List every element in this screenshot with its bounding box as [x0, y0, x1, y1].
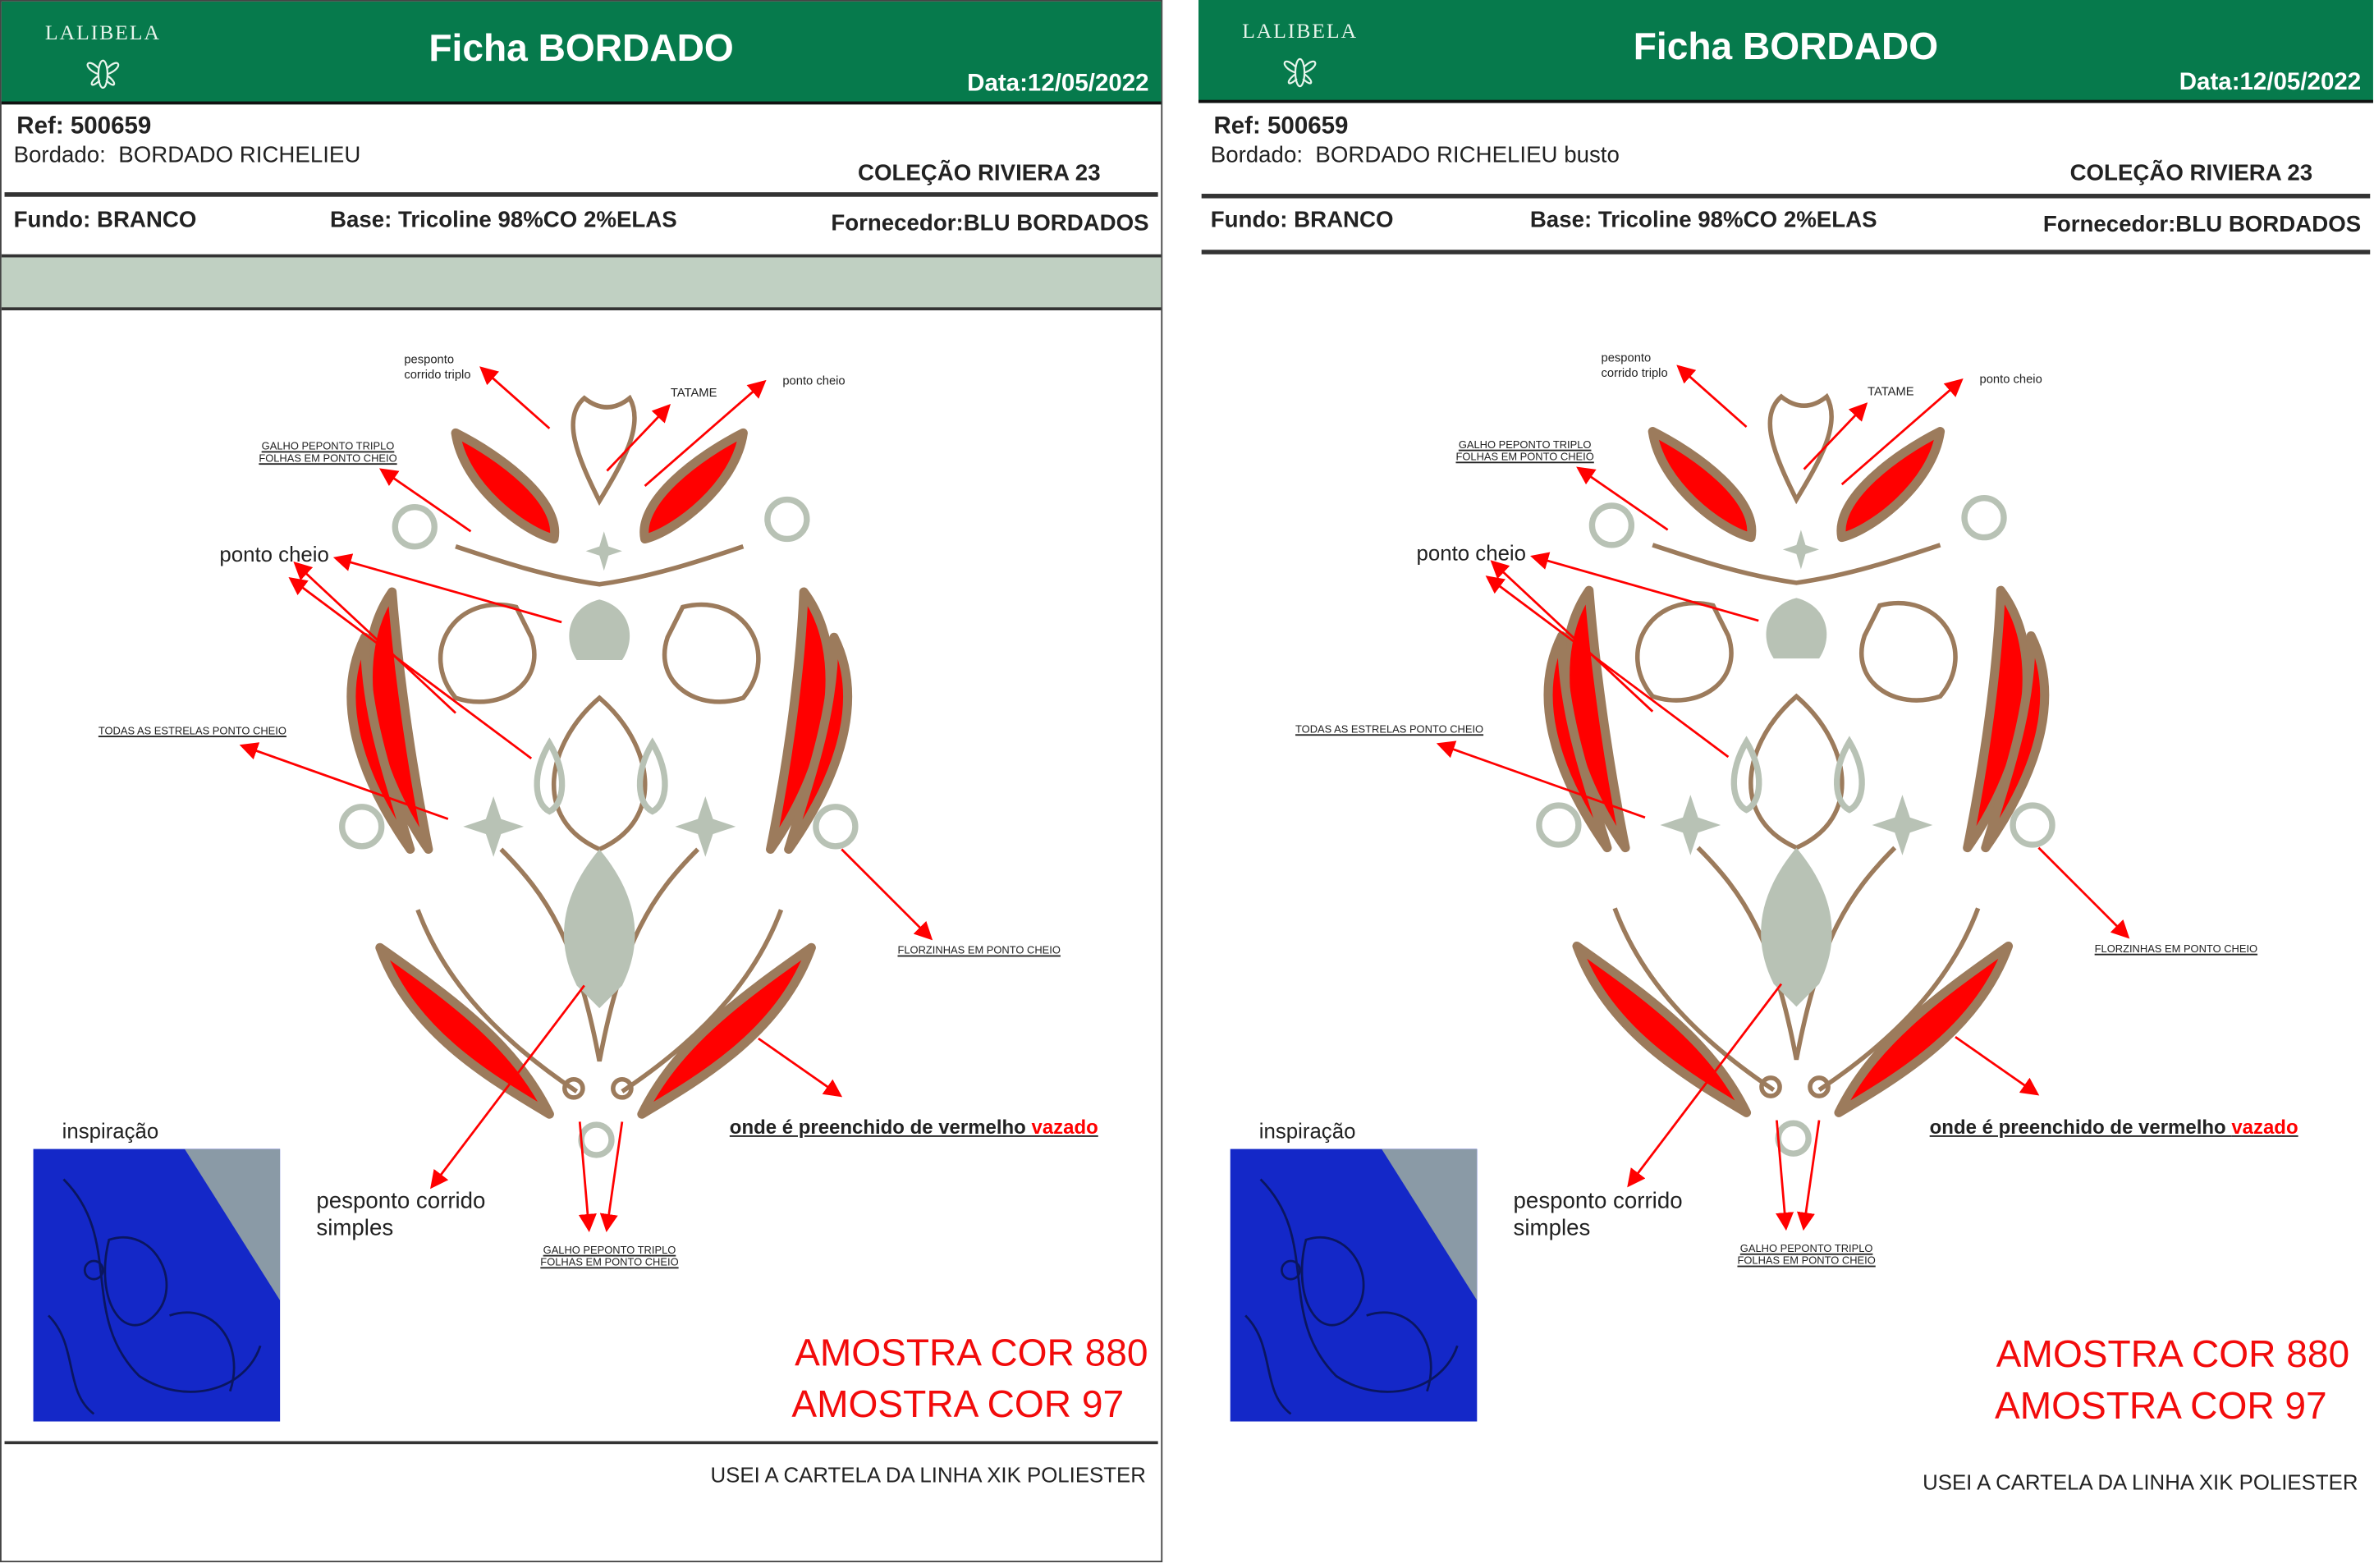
label-estrelas: TODAS AS ESTRELAS PONTO CHEIO [98, 727, 286, 738]
label-ponto-cheio-top: ponto cheio [782, 374, 846, 388]
bee-icon [86, 59, 120, 89]
amostra-cor-97: AMOSTRA COR 97 [1994, 1385, 2327, 1428]
date-label: Data:12/05/2022 [967, 71, 1149, 98]
label-inspiracao: inspiração [62, 1118, 159, 1144]
date-label: Data:12/05/2022 [2179, 69, 2362, 96]
ref-label: Ref: 500659 [1213, 113, 1349, 140]
base-label: Base: Tricoline 98%CO 2%ELAS [329, 207, 677, 233]
collection-label: COLEÇÃO RIVIERA 23 [857, 160, 1101, 186]
amostra-cor-880: AMOSTRA COR 880 [795, 1332, 1148, 1375]
divider [4, 192, 1158, 197]
label-vazado-note: onde é preenchido de vermelho vazado [729, 1116, 1098, 1139]
bordado-row: Bordado: BORDADO RICHELIEU [14, 142, 361, 167]
embroidery-drawing [1436, 364, 2130, 1231]
footer-note: USEI A CARTELA DA LINHA XIK POLIESTER [710, 1462, 1146, 1487]
embroidery-design [339, 394, 859, 1158]
amostra-cor-97: AMOSTRA COR 97 [791, 1383, 1125, 1427]
embroidery-sheet-1: LALIBELA Ficha BORDADO Data:12/05/2022 R… [0, 0, 1163, 1563]
embroidery-drawing [239, 366, 933, 1232]
label-ponto-cheio: ponto cheio [219, 542, 329, 566]
divider [1201, 250, 2371, 254]
divider [4, 1441, 1158, 1445]
footer-note: USEI A CARTELA DA LINHA XIK POLIESTER [1923, 1469, 2358, 1495]
fundo-label: Fundo: BRANCO [13, 207, 197, 233]
fornecedor-label: Fornecedor:BLU BORDADOS [831, 210, 1149, 236]
label-ponto-cheio-top: ponto cheio [1979, 372, 2042, 387]
brand-name: LALIBELA [1242, 21, 1359, 44]
ref-label: Ref: 500659 [16, 113, 152, 140]
label-florzinhas: FLORZINHAS EM PONTO CHEIO [897, 946, 1061, 957]
inspiration-image [33, 1148, 281, 1422]
fundo-label: Fundo: BRANCO [1210, 207, 1394, 233]
annotation-arrows [1436, 364, 2130, 1231]
bordado-label: Bordado: [1210, 142, 1304, 168]
label-florzinhas: FLORZINHAS EM PONTO CHEIO [2094, 944, 2258, 956]
brand-name: LALIBELA [44, 22, 161, 46]
sheet-header: LALIBELA Ficha BORDADO Data:12/05/2022 [1198, 0, 2373, 103]
annotation-arrows [239, 366, 933, 1232]
label-ponto-cheio: ponto cheio [1416, 540, 1527, 565]
base-label: Base: Tricoline 98%CO 2%ELAS [1529, 207, 1877, 233]
brand-logo: LALIBELA [34, 23, 171, 93]
label-tatame: TATAME [670, 386, 717, 400]
page-title: Ficha BORDADO [429, 27, 734, 70]
collection-label: COLEÇÃO RIVIERA 23 [2069, 160, 2313, 186]
bordado-label: Bordado: [13, 142, 106, 168]
divider [1201, 194, 2371, 199]
amostra-cor-880: AMOSTRA COR 880 [1996, 1333, 2350, 1377]
header-band [1, 254, 1162, 311]
bordado-value: BORDADO RICHELIEU [118, 142, 361, 168]
sheet-header: LALIBELA Ficha BORDADO Data:12/05/2022 [1, 1, 1162, 105]
embroidery-sheet-2: LALIBELA Ficha BORDADO Data:12/05/2022 R… [1198, 0, 2373, 1568]
label-estrelas: TODAS AS ESTRELAS PONTO CHEIO [1295, 725, 1484, 736]
bordado-value: BORDADO RICHELIEU busto [1315, 142, 1620, 168]
label-vazado-note: onde é preenchido de vermelho vazado [1929, 1116, 2298, 1139]
embroidery-design [1536, 392, 2055, 1157]
inspiration-image [1230, 1148, 1478, 1422]
bordado-row: Bordado: BORDADO RICHELIEU busto [1211, 142, 1620, 167]
label-inspiracao: inspiração [1258, 1118, 1356, 1144]
page-title: Ficha BORDADO [1633, 25, 1939, 68]
brand-logo: LALIBELA [1232, 21, 1368, 91]
fornecedor-label: Fornecedor:BLU BORDADOS [2042, 212, 2362, 238]
label-tatame: TATAME [1868, 384, 1914, 398]
bee-icon [1283, 57, 1317, 88]
